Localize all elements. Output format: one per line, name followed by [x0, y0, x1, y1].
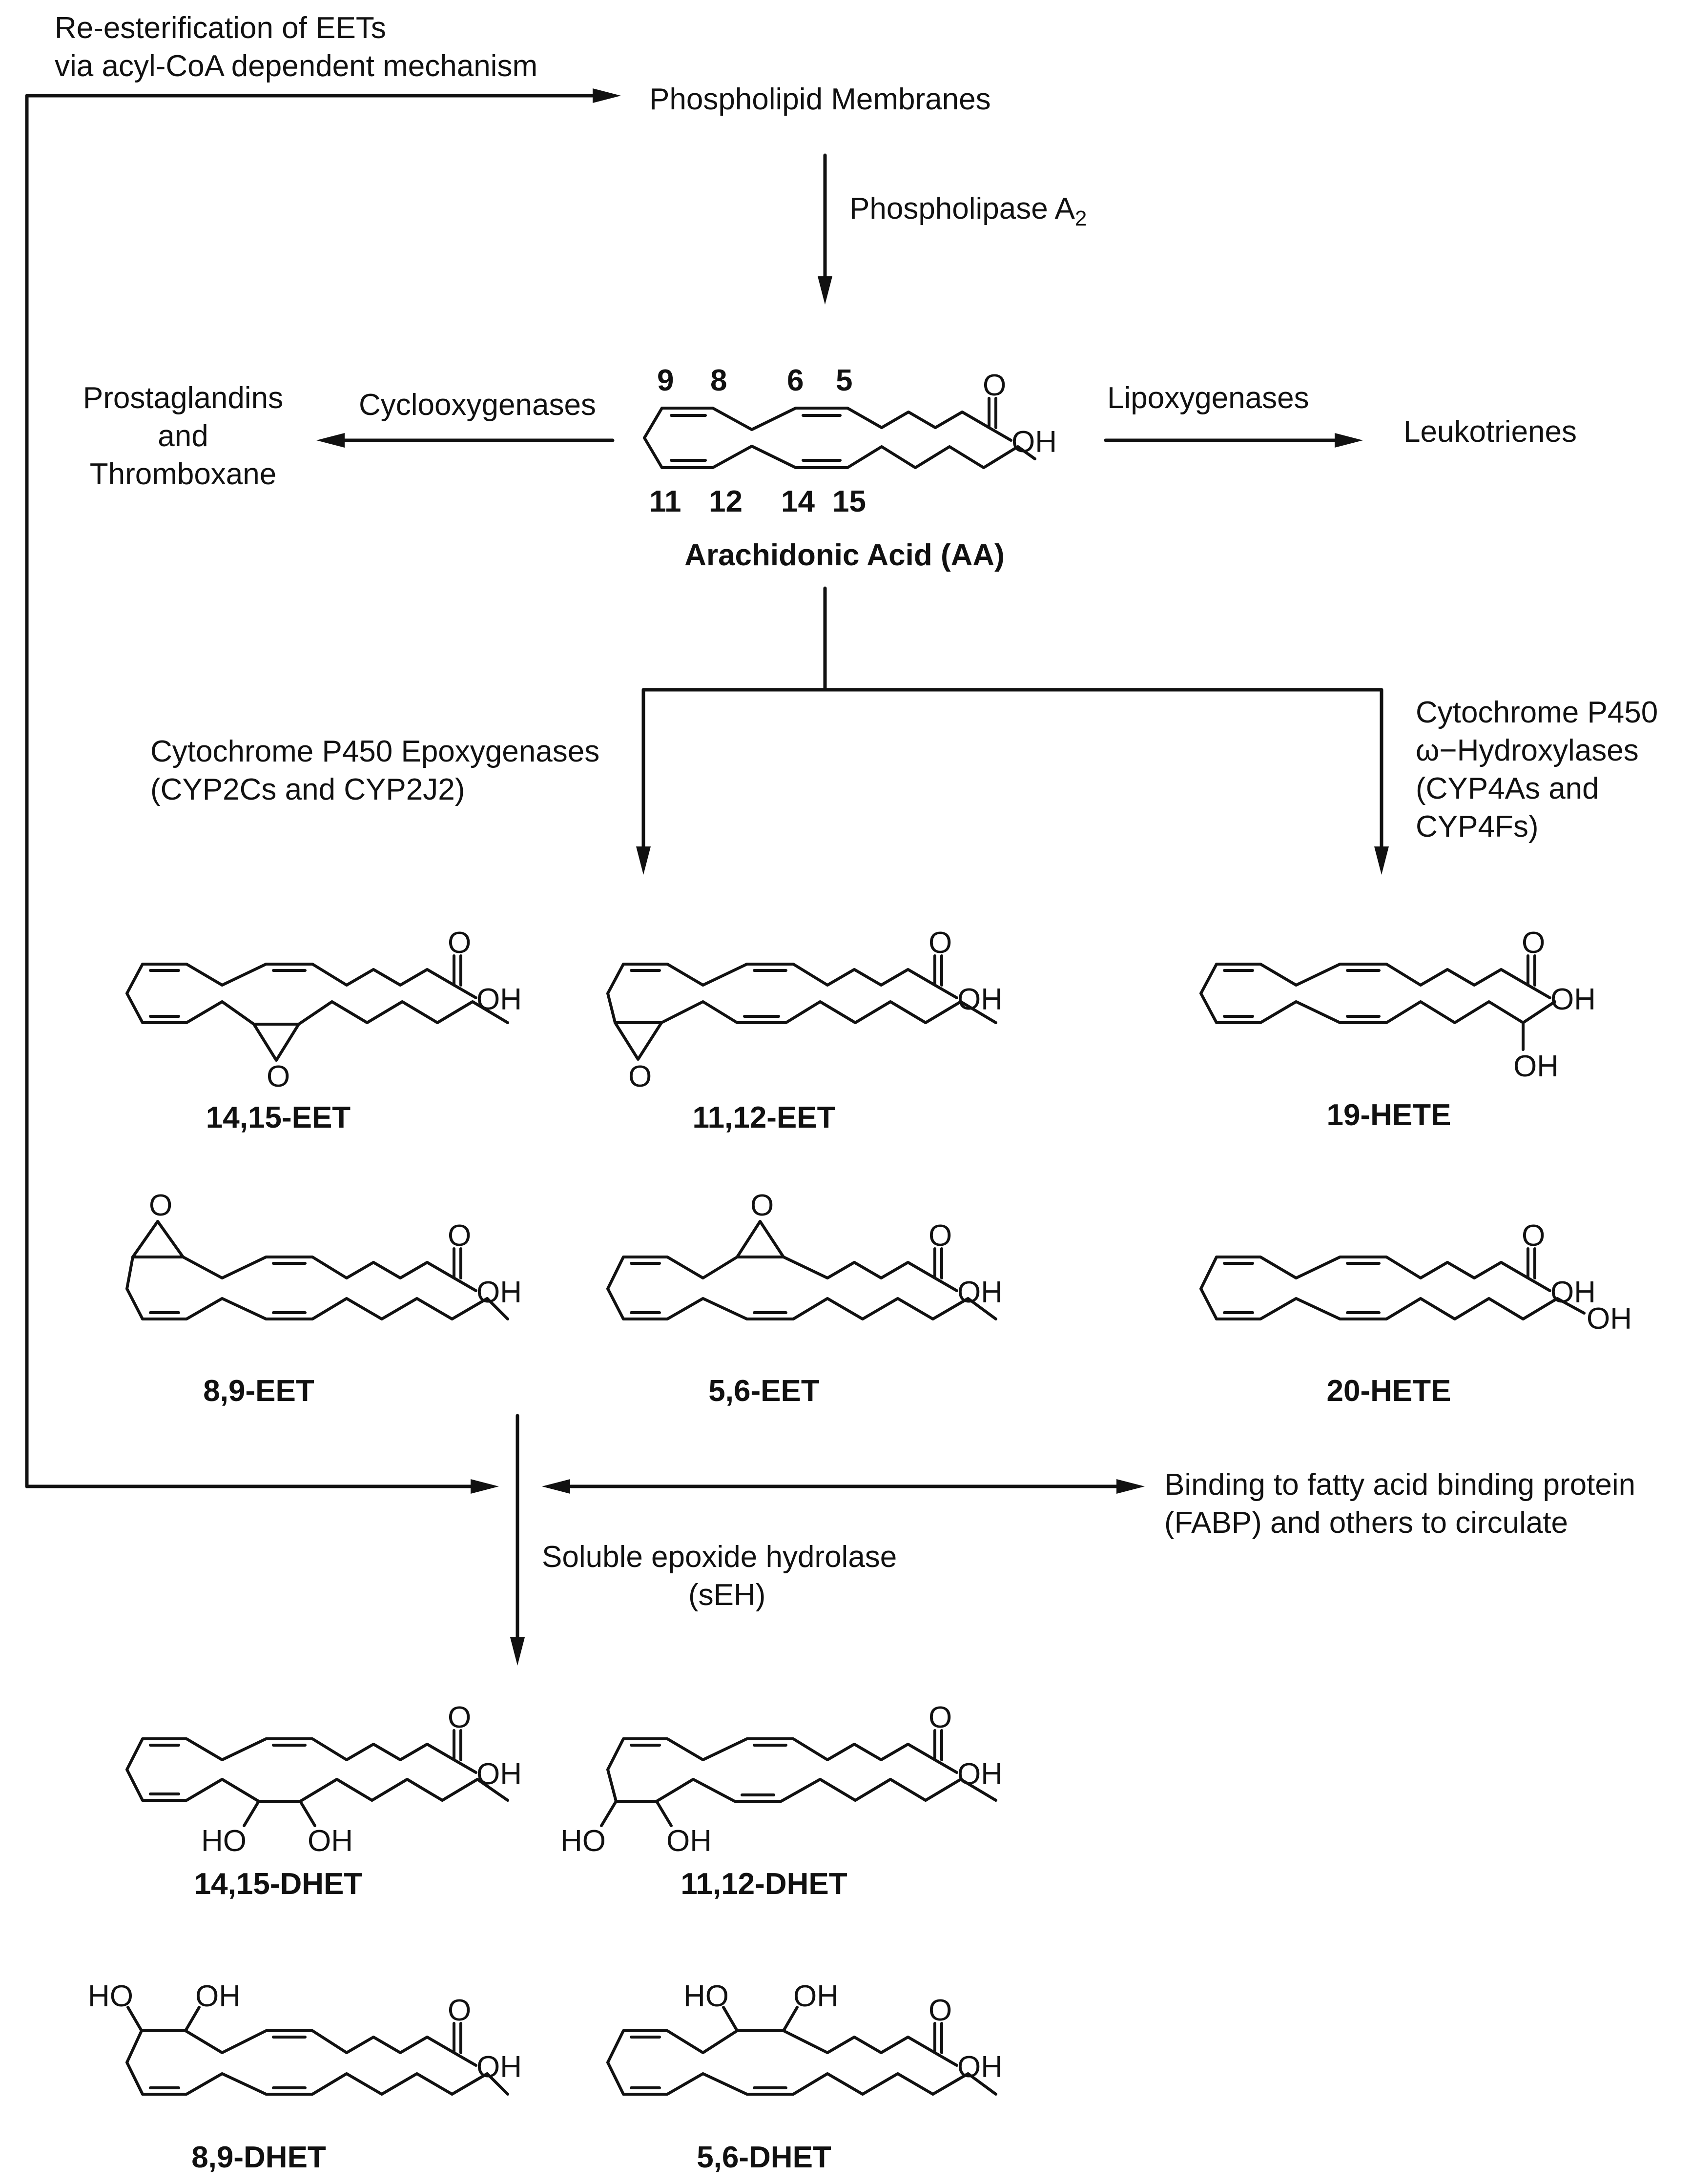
- aa-carbon-6: 6: [787, 364, 804, 397]
- hydroxylases-label-1: Cytochrome P450: [1416, 696, 1658, 729]
- epoxide-oxygen-label: O: [149, 1189, 172, 1222]
- phospholipase-text: Phospholipase A: [849, 192, 1075, 226]
- lipoxygenases-label: Lipoxygenases: [1107, 381, 1309, 415]
- fabp-label-2: (FABP) and others to circulate: [1164, 1506, 1568, 1540]
- dhet-56-hydroxyl-1-label: HO: [683, 1979, 729, 2013]
- aa-carbon-15: 15: [832, 485, 866, 518]
- dhet-1415-structure: HO OH 14,15-DHET: [125, 1701, 522, 1901]
- dhet-56-structure: HO OH 5,6-DHET: [606, 1979, 1003, 2174]
- fabp-label-1: Binding to fatty acid binding protein: [1164, 1468, 1635, 1502]
- dhet-89-label: 8,9-DHET: [191, 2141, 326, 2174]
- dhet-1112-hydroxyl-1-label: HO: [560, 1824, 606, 1858]
- arrowhead-seh: [510, 1637, 525, 1666]
- epoxygenases-label-2: (CYP2Cs and CYP2J2): [150, 773, 465, 806]
- epoxygenases-label-1: Cytochrome P450 Epoxygenases: [150, 735, 599, 768]
- arrowhead-fabp-left: [542, 1479, 570, 1494]
- hete-19-hydroxyl-label: OH: [1513, 1050, 1559, 1083]
- dhet-89-hydroxyl-2-label: OH: [195, 1979, 241, 2013]
- hydroxylases-label-2: ω−Hydroxylases: [1416, 734, 1639, 767]
- cyclooxygenases-label: Cyclooxygenases: [359, 388, 596, 422]
- hete-19-structure: OH 19-HETE: [1199, 926, 1596, 1132]
- aa-carbon-9: 9: [657, 364, 674, 397]
- prostaglandins-label: Prostaglandins: [83, 381, 283, 415]
- dhet-89-structure: HO OH 8,9-DHET: [88, 1979, 522, 2174]
- dhet-1415-hydroxyl-2-label: OH: [308, 1824, 353, 1858]
- dhet-89-hydroxyl-1-label: HO: [88, 1979, 133, 2013]
- aa-carbon-14: 14: [781, 485, 815, 518]
- prostaglandins-and-label: and: [158, 419, 208, 453]
- eet-1415-structure: O 14,15-EET: [125, 926, 522, 1134]
- arrowhead-hydroxylase: [1374, 846, 1389, 875]
- arrowhead-epoxygenase: [636, 846, 651, 875]
- reesterification-line: [25, 94, 598, 1488]
- eet-89-structure: O 8,9-EET: [125, 1189, 522, 1408]
- seh-label-1: Soluble epoxide hydrolase: [542, 1540, 897, 1574]
- reesterification-label-1: Re-esterification of EETs: [55, 11, 386, 45]
- dhet-56-hydroxyl-2-label: OH: [793, 1979, 839, 2013]
- epoxide-oxygen-label: O: [628, 1060, 652, 1093]
- eet-89-label: 8,9-EET: [203, 1374, 314, 1408]
- eet-1112-structure: O 11,12-EET: [606, 926, 1003, 1134]
- epoxide-oxygen-label: O: [750, 1189, 774, 1222]
- epoxide-oxygen-label: O: [267, 1060, 290, 1093]
- arrowhead-pla2: [818, 276, 832, 305]
- eet-56-label: 5,6-EET: [708, 1374, 820, 1408]
- leukotrienes-label: Leukotrienes: [1403, 415, 1577, 449]
- arrowhead-lox: [1335, 433, 1363, 448]
- phospholipid-membranes-label: Phospholipid Membranes: [649, 82, 991, 116]
- pathway-arrows: [25, 88, 1389, 1666]
- aa-carbon-8: 8: [710, 364, 727, 397]
- eet-1112-label: 11,12-EET: [693, 1101, 836, 1134]
- cyp-split: [641, 586, 1383, 851]
- arachidonic-acid-structure: 9 8 6 5 11 12 14 15: [643, 364, 1057, 518]
- dhet-56-label: 5,6-DHET: [697, 2141, 831, 2174]
- hete-20-label: 20-HETE: [1327, 1374, 1451, 1408]
- dhet-1415-label: 14,15-DHET: [194, 1867, 363, 1901]
- eet-56-structure: O 5,6-EET: [606, 1189, 1003, 1408]
- pathway-labels: Re-esterification of EETs via acyl-CoA d…: [55, 11, 1658, 1612]
- hete-19-label: 19-HETE: [1327, 1098, 1451, 1132]
- hydroxylases-label-4: CYP4Fs): [1416, 810, 1538, 844]
- aa-carbon-11: 11: [649, 485, 681, 518]
- dhet-1415-hydroxyl-1-label: HO: [201, 1824, 247, 1858]
- dhet-1112-hydroxyl-2-label: OH: [666, 1824, 712, 1858]
- hete-20-structure: OH 20-HETE: [1199, 1219, 1632, 1408]
- phospholipase-subscript: 2: [1075, 206, 1087, 230]
- eet-1415-label: 14,15-EET: [206, 1101, 351, 1134]
- thromboxane-label: Thromboxane: [90, 457, 277, 491]
- arachidonic-acid-label: Arachidonic Acid (AA): [684, 538, 1005, 572]
- hydroxylases-label-3: (CYP4As and: [1416, 772, 1599, 805]
- dhet-1112-structure: HO OH 11,12-DHET: [560, 1701, 1003, 1901]
- arrowhead-cox: [316, 433, 345, 448]
- arrowhead-to-eet-pool: [471, 1479, 499, 1494]
- phospholipase-label: Phospholipase A2: [849, 192, 1087, 230]
- reesterification-label-2: via acyl-CoA dependent mechanism: [55, 49, 537, 83]
- arrowhead-fabp-right: [1116, 1479, 1145, 1494]
- dhet-1112-label: 11,12-DHET: [681, 1867, 847, 1901]
- aa-carbon-12: 12: [709, 485, 743, 518]
- seh-label-2: (sEH): [688, 1578, 765, 1612]
- aa-carbon-5: 5: [836, 364, 852, 397]
- arrowhead-to-membranes: [593, 88, 621, 103]
